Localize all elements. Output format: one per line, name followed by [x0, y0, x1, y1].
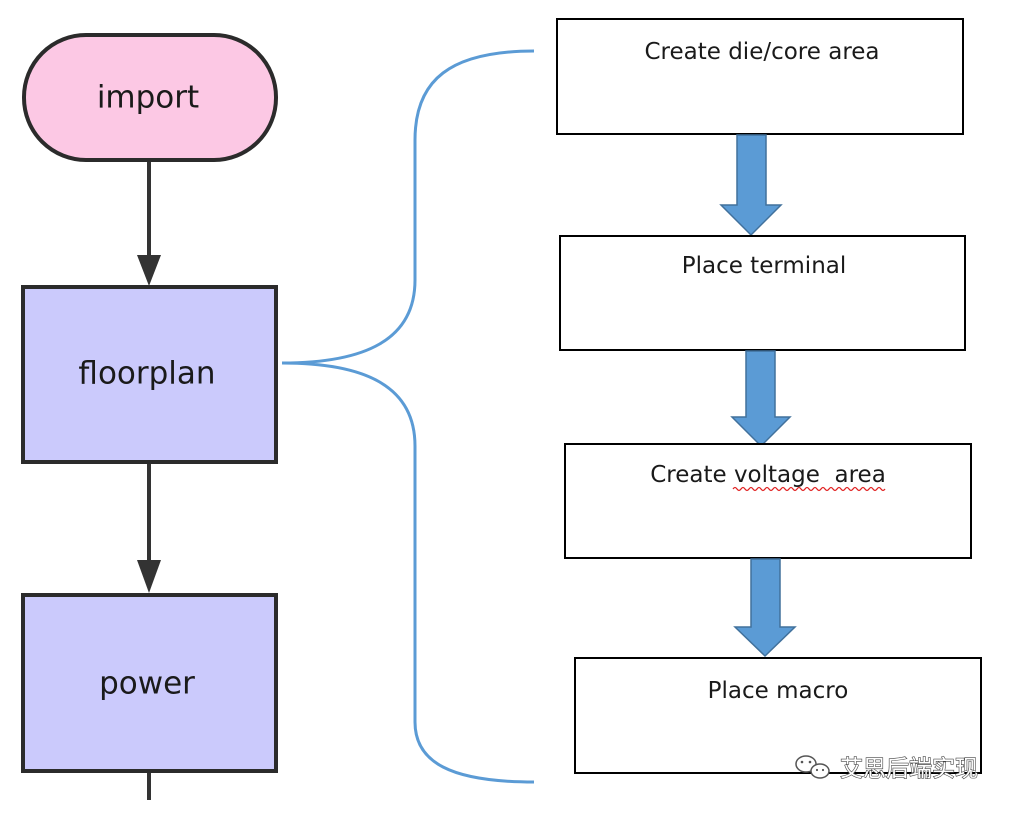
wechat-icon — [795, 755, 830, 779]
step-place-macro: Place macro — [574, 657, 982, 774]
step2-label: Place terminal — [682, 253, 847, 279]
step3-label-prefix: Create — [650, 462, 734, 488]
main-flow: import floorplan power — [21, 33, 278, 800]
step-arrow-3-4 — [733, 558, 797, 658]
step1-label: Create die/core area — [644, 39, 879, 65]
power-box — [21, 593, 278, 773]
step1-box — [556, 18, 964, 135]
spellcheck-squiggle — [732, 486, 886, 492]
step4-label: Place macro — [708, 678, 849, 704]
expansion-brace — [281, 49, 535, 784]
step3-label: Create voltage area — [650, 462, 886, 488]
step-create-die-core-area: Create die/core area — [556, 18, 964, 135]
step3-label-suffix: area — [820, 462, 886, 488]
step-arrow-2-3 — [730, 350, 792, 448]
floorplan-node: floorplan — [21, 285, 278, 464]
step-place-terminal: Place terminal — [559, 235, 966, 351]
floorplan-label: floorplan — [78, 356, 215, 392]
step3-box — [564, 443, 972, 559]
step4-box — [574, 657, 982, 774]
watermark-text: 艾思后端实现 — [840, 756, 978, 782]
step-create-voltage-area: Create voltage area — [564, 443, 972, 559]
import-terminal-shape — [22, 33, 278, 162]
floorplan-to-power-arrow — [137, 462, 161, 593]
step3-label-voltage: voltage — [734, 462, 820, 488]
power-label: power — [99, 666, 195, 702]
import-to-floorplan-arrow — [137, 160, 161, 286]
step-arrow-1-2 — [719, 134, 783, 237]
watermark: 艾思后端实现 — [795, 755, 979, 783]
power-node: power — [21, 593, 278, 773]
floorplan-box — [21, 285, 278, 464]
import-label: import — [97, 80, 199, 116]
step2-box — [559, 235, 966, 351]
floorplan-steps: Create die/core area Place terminal Crea… — [556, 18, 982, 774]
import-node: import — [22, 33, 278, 162]
